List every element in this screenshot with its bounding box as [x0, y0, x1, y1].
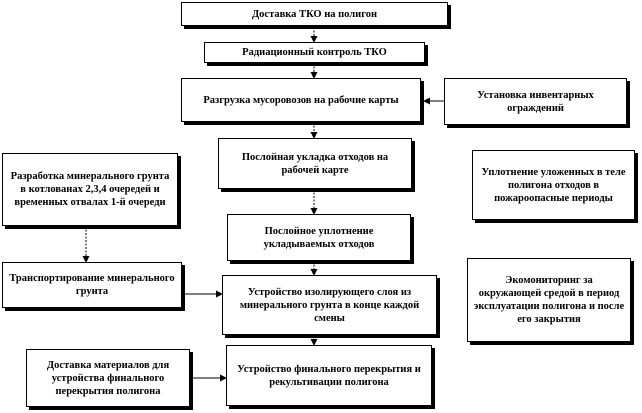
- box-delivery: Доставка ТКО на полигон: [181, 2, 448, 26]
- box-fence-install-label: Установка инвентарных ограждений: [477, 89, 594, 114]
- box-soil-transport-label: Транспортирование минерального грунта: [9, 273, 175, 297]
- box-materials-delivery-label: Доставка материалов для устройства финал…: [46, 359, 170, 397]
- box-radiation-control: Радиационный контроль ТКО: [204, 42, 425, 63]
- box-insulating-layer: Устройство изолирующего слоя из минераль…: [222, 275, 437, 335]
- box-soil-transport: Транспортирование минерального грунта: [2, 262, 182, 308]
- box-radiation-control-label: Радиационный контроль ТКО: [242, 47, 387, 58]
- box-seasonal-compaction-label: Уплотнение уложенных в теле полигона отх…: [481, 166, 626, 204]
- box-soil-development-label: Разработка минерального грунта в котлова…: [10, 171, 170, 208]
- box-materials-delivery: Доставка материалов для устройства финал…: [26, 349, 190, 407]
- box-layering-label: Послойная укладка отходов на рабочей кар…: [241, 151, 389, 176]
- box-layer-compaction: Послойное уплотнение укладываемых отходо…: [227, 214, 411, 261]
- box-layer-compaction-label: Послойное уплотнение укладываемых отходо…: [263, 225, 375, 250]
- box-layering: Послойная укладка отходов на рабочей кар…: [218, 138, 412, 189]
- box-fence-install: Установка инвентарных ограждений: [444, 78, 627, 125]
- box-ecomonitoring: Экомониторинг за окружающей средой в пер…: [467, 258, 631, 342]
- box-final-cover-label: Устройство финального перекрытия и рекул…: [237, 363, 421, 388]
- box-ecomonitoring-label: Экомониторинг за окружающей средой в пер…: [473, 275, 625, 325]
- box-final-cover: Устройство финального перекрытия и рекул…: [226, 345, 432, 406]
- box-seasonal-compaction: Уплотнение уложенных в теле полигона отх…: [472, 150, 635, 220]
- box-insulating-layer-label: Устройство изолирующего слоя из минераль…: [239, 286, 420, 324]
- box-delivery-label: Доставка ТКО на полигон: [251, 8, 378, 20]
- box-soil-development: Разработка минерального грунта в котлова…: [2, 153, 178, 226]
- box-unloading-label: Разгрузка мусоровозов на рабочие карты: [203, 94, 399, 106]
- box-unloading: Разгрузка мусоровозов на рабочие карты: [181, 78, 421, 122]
